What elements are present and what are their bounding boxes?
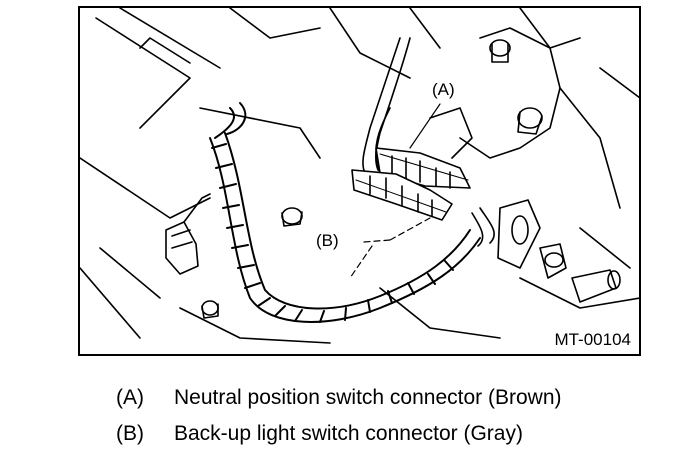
wiring-harness — [209, 102, 481, 323]
connector-b-shape — [351, 169, 453, 221]
left-sensor — [165, 193, 303, 319]
callout-leaders — [349, 103, 441, 279]
figure-id: MT-00104 — [554, 330, 631, 349]
legend-text-a: Neutral position switch connector (Brown… — [174, 386, 562, 409]
mounting-bracket — [429, 27, 621, 303]
engine-bay-illustration — [80, 8, 639, 344]
callout-b-label: (B) — [316, 231, 339, 250]
legend-key-b: (B) — [116, 422, 144, 445]
connector-wires — [362, 37, 495, 247]
callout-a-label: (A) — [432, 80, 455, 99]
body-panel-lines — [80, 8, 639, 344]
figure-frame: (A) (B) MT-00104 — [78, 6, 641, 356]
legend-key-a: (A) — [116, 386, 144, 409]
legend-text-b: Back-up light switch connector (Gray) — [174, 422, 523, 445]
